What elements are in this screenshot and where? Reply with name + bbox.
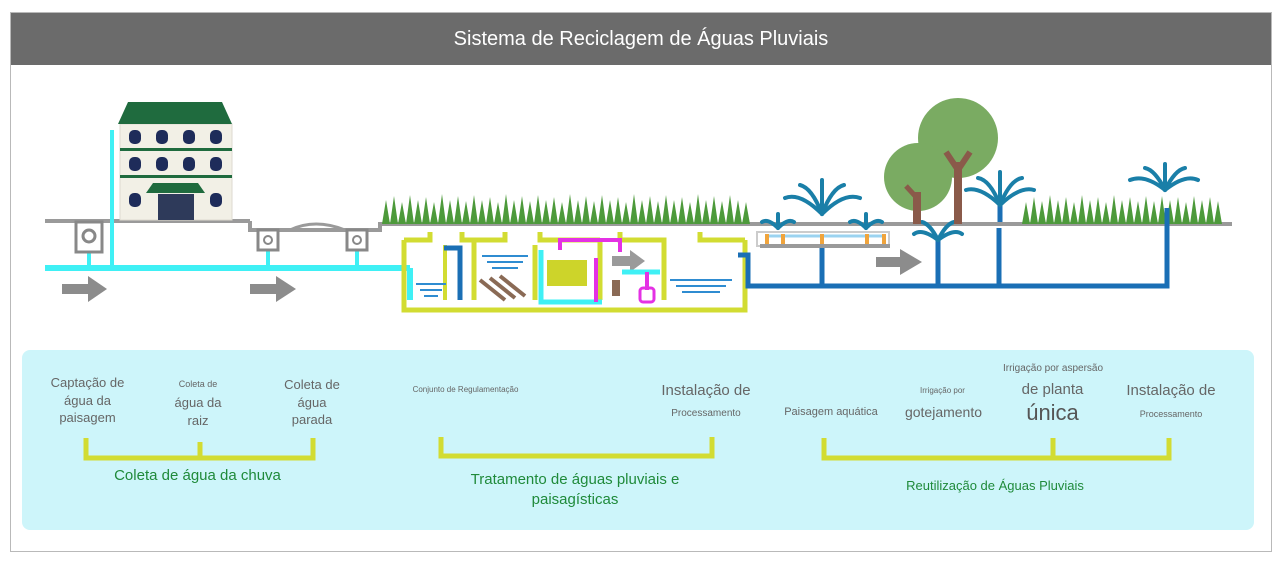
label-coleta-parada: Coleta de água parada bbox=[284, 377, 340, 428]
label-de-planta: de planta bbox=[1021, 381, 1084, 398]
label-gotejamento: gotejamento bbox=[904, 404, 983, 420]
label-irrigacao-por: Irrigação por bbox=[920, 386, 965, 395]
label-paisagem-aquatica: Paisagem aquática bbox=[784, 406, 878, 418]
group-reutilizacao: Reutilização de Águas Pluviais bbox=[906, 478, 1084, 493]
page-title: Sistema de Reciclagem de Águas Pluviais bbox=[11, 13, 1271, 65]
label-instalacao-1-small: Processamento bbox=[671, 408, 741, 419]
water-icon bbox=[416, 255, 732, 297]
grass-icon bbox=[382, 194, 1222, 224]
filter-media-icon bbox=[478, 274, 527, 302]
collection-pipes bbox=[45, 130, 413, 300]
pond-icon bbox=[756, 231, 890, 248]
scene-illustration bbox=[45, 98, 1232, 313]
label-unica: única bbox=[1026, 400, 1079, 425]
label-instalacao-2-big: Instalação de bbox=[1126, 382, 1216, 399]
building-icon bbox=[118, 102, 233, 221]
label-instalacao-2-small: Processamento bbox=[1139, 409, 1203, 419]
inlet-icon bbox=[74, 220, 369, 254]
distribution-pipes bbox=[444, 200, 1170, 300]
label-captacao: Captação de água da paisagem bbox=[50, 375, 125, 426]
tree-icon bbox=[884, 98, 998, 224]
group-coleta: Coleta de água da chuva bbox=[114, 467, 281, 484]
label-coleta-raiz-small: Coleta de bbox=[178, 379, 218, 389]
sprinkler-icon bbox=[760, 162, 1200, 242]
label-conjunto: Conjunto de Regulamentação bbox=[412, 385, 519, 394]
flow-arrow-icon bbox=[62, 249, 922, 302]
group-tratamento-line1: Tratamento de águas pluviais e bbox=[470, 471, 680, 488]
treatment-tanks bbox=[401, 232, 748, 313]
processing-unit-icon bbox=[538, 238, 660, 305]
group-tratamento-line2: paisagísticas bbox=[531, 491, 619, 508]
label-instalacao-1-big: Instalação de bbox=[661, 382, 751, 399]
label-coleta-raiz: água da raiz bbox=[174, 395, 222, 428]
label-irrigacao-aspersao: Irrigação por aspersão bbox=[1002, 363, 1104, 374]
